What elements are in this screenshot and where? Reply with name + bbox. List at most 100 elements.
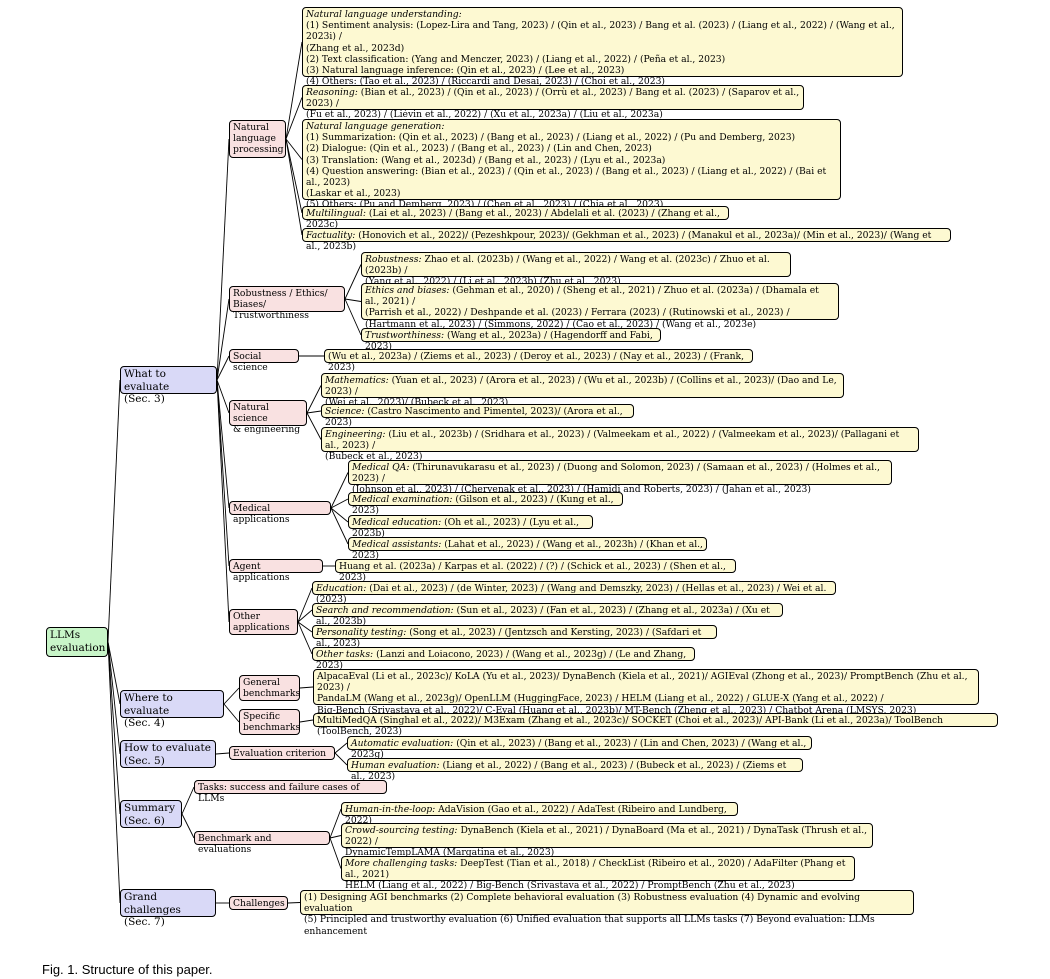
topic-robustness-ethics-biases-trustworthiness: Robustness / Ethics/ Biases/ Trustworthi… bbox=[229, 286, 345, 321]
tree-edge bbox=[297, 587, 313, 623]
leaf-natural-language-understanding: Natural language understanding: (1) Sent… bbox=[302, 7, 903, 87]
leaf-other-tasks: Other tasks: (Lanzi and Loiacono, 2023) … bbox=[312, 647, 695, 671]
leaf-category-tag: Human evaluation: bbox=[351, 760, 440, 771]
tree-edge bbox=[181, 813, 195, 839]
tree-edge bbox=[329, 835, 342, 839]
leaf-category-tag: Engineering: bbox=[325, 429, 386, 440]
leaf-references: (Lai et al., 2023) / (Bang et al., 2023)… bbox=[306, 208, 720, 231]
tree-edge bbox=[107, 641, 121, 815]
leaf-personality-testing: Personality testing: (Song et al., 2023)… bbox=[312, 625, 717, 649]
tree-edge bbox=[306, 385, 322, 414]
tree-edge bbox=[299, 686, 314, 689]
leaf-crowd-sourcing-testing: Crowd-sourcing testing: DynaBench (Kiela… bbox=[341, 823, 873, 858]
leaf-category-tag: Trustworthiness: bbox=[365, 330, 445, 341]
leaf-category-tag: Natural language understanding: bbox=[306, 9, 462, 20]
tree-edge bbox=[344, 298, 362, 302]
tree-edge bbox=[287, 902, 301, 904]
leaf-category-tag: Medical examination: bbox=[352, 494, 453, 505]
leaf-references: (Yuan et al., 2023) / (Arora et al., 202… bbox=[325, 375, 837, 409]
leaf-references: AlpacaEval (Li et al., 2023c)/ KoLA (Yu … bbox=[317, 671, 968, 716]
leaf-category-tag: Mathematics: bbox=[325, 375, 389, 386]
tree-edge bbox=[344, 264, 362, 300]
topic-agent-applications: Agent applications bbox=[229, 559, 323, 583]
tree-edge bbox=[216, 379, 230, 567]
leaf-references: (Liu et al., 2023b) / (Sridhara et al., … bbox=[325, 429, 900, 463]
leaf-references: (Song et al., 2023) / (Jentzsch and Kers… bbox=[316, 627, 702, 650]
leaf-references: (1) Summarization: (Qin et al., 2023) / … bbox=[306, 132, 827, 211]
leaf-science: Science: (Castro Nascimento and Pimentel… bbox=[321, 404, 634, 428]
tree-edge bbox=[285, 138, 303, 236]
leaf-category-tag: Medical QA: bbox=[352, 462, 410, 473]
leaf-references: (Gilson et al., 2023) / (Kung et al., 20… bbox=[352, 494, 614, 517]
leaf-mathematics: Mathematics: (Yuan et al., 2023) / (Aror… bbox=[321, 373, 844, 408]
leaf-multimedqa-singhal-et-al-2022-m3exam-zha: MultiMedQA (Singhal et al., 2022)/ M3Exa… bbox=[313, 713, 998, 737]
leaf-references: (1) Sentiment analysis: (Lopez-Lira and … bbox=[306, 20, 895, 88]
leaf-category-tag: Other tasks: bbox=[316, 649, 374, 660]
tree-edge bbox=[107, 379, 121, 643]
tree-edge bbox=[306, 410, 322, 414]
tree-edge bbox=[329, 837, 342, 869]
leaf-alpacaeval-li-et-al-2023c-kola-yu-et-al-: AlpacaEval (Li et al., 2023c)/ KoLA (Yu … bbox=[313, 669, 979, 716]
tree-edge bbox=[107, 641, 121, 904]
topic-natural-science-engineering: Natural science & engineering bbox=[229, 400, 307, 435]
leaf-category-tag: Personality testing: bbox=[316, 627, 407, 638]
leaf-reasoning: Reasoning: (Bian et al., 2023) / (Qin et… bbox=[302, 85, 804, 120]
tree-edge bbox=[216, 355, 230, 381]
topic-tasks-success-and-failure-cases-of-llms: Tasks: success and failure cases of LLMs bbox=[194, 780, 387, 804]
leaf-category-tag: Automatic evaluation: bbox=[351, 738, 454, 749]
tree-edge bbox=[329, 808, 342, 839]
tree-edge bbox=[285, 138, 303, 160]
tree-edge bbox=[216, 298, 230, 381]
tree-edge bbox=[285, 41, 303, 140]
topic-evaluation-criterion: Evaluation criterion bbox=[229, 746, 335, 760]
leaf-multilingual: Multilingual: (Lai et al., 2023) / (Bang… bbox=[302, 206, 729, 230]
leaf-education: Education: (Dai et al., 2023) / (de Wint… bbox=[312, 581, 836, 605]
leaf-1-designing-agi-benchmarks-2-complete-be: (1) Designing AGI benchmarks (2) Complet… bbox=[300, 890, 914, 937]
leaf-robustness: Robustness: Zhao et al. (2023b) / (Wang … bbox=[361, 252, 791, 287]
tree-edge bbox=[223, 687, 240, 705]
section-how-to-evaluate-sec-5: How to evaluate (Sec. 5) bbox=[120, 740, 216, 768]
leaf-references: Zhao et al. (2023b) / (Wang et al., 2022… bbox=[365, 254, 770, 288]
tree-edge bbox=[330, 507, 349, 545]
leaf-category-tag: Human-in-the-loop: bbox=[345, 804, 436, 815]
leaf-category-tag: Medical education: bbox=[352, 517, 442, 528]
leaf-wu-et-al-2023a-ziems-et-al-2023-deroy-et: (Wu et al., 2023a) / (Ziems et al., 2023… bbox=[324, 349, 753, 373]
leaf-category-tag: Search and recommendation: bbox=[316, 605, 454, 616]
topic-other-applications: Other applications bbox=[229, 609, 298, 635]
topic-natural-language-processing: Natural language processing bbox=[229, 120, 286, 158]
tree-edge bbox=[297, 609, 313, 623]
leaf-natural-language-generation: Natural language generation: (1) Summari… bbox=[302, 119, 841, 210]
leaf-references: DynaBench (Kiela et al., 2021) / DynaBoa… bbox=[345, 825, 868, 859]
leaf-more-challenging-tasks: More challenging tasks: DeepTest (Tian e… bbox=[341, 856, 855, 891]
tree-edge bbox=[330, 507, 349, 523]
leaf-category-tag: More challenging tasks: bbox=[345, 858, 458, 869]
tree-edge bbox=[297, 621, 313, 633]
leaf-category-tag: Science: bbox=[325, 406, 365, 417]
leaf-human-in-the-loop: Human-in-the-loop: AdaVision (Gao et al.… bbox=[341, 802, 738, 826]
leaf-references: (1) Designing AGI benchmarks (2) Complet… bbox=[304, 892, 875, 937]
leaf-medical-examination: Medical examination: (Gilson et al., 202… bbox=[348, 492, 623, 516]
topic-specific-benchmarks: Specific benchmarks bbox=[239, 709, 300, 735]
leaf-medical-assistants: Medical assistants: (Lahat et al., 2023)… bbox=[348, 537, 707, 561]
leaf-category-tag: Natural language generation: bbox=[306, 121, 445, 132]
tree-edge bbox=[306, 412, 322, 440]
topic-general-benchmarks: General benchmarks bbox=[239, 675, 300, 701]
leaf-trustworthiness: Trustworthiness: (Wang et al., 2023a) / … bbox=[361, 328, 661, 352]
leaf-category-tag: Reasoning: bbox=[306, 87, 358, 98]
tree-edge bbox=[216, 379, 230, 509]
tree-edge bbox=[215, 752, 230, 755]
leaf-category-tag: Education: bbox=[316, 583, 367, 594]
leaf-references: DeepTest (Tian et al., 2018) / CheckList… bbox=[345, 858, 846, 892]
tree-edge bbox=[285, 138, 303, 214]
leaf-references: (Bian et al., 2023) / (Qin et al., 2023)… bbox=[306, 87, 800, 121]
leaf-references: (Dai et al., 2023) / (de Winter, 2023) /… bbox=[316, 583, 827, 606]
leaf-references: (Qin et al., 2023) / (Bang et al., 2023)… bbox=[351, 738, 807, 761]
tree-edge bbox=[223, 703, 240, 723]
tree-edge bbox=[181, 786, 195, 815]
leaf-engineering: Engineering: (Liu et al., 2023b) / (Srid… bbox=[321, 427, 919, 462]
tree-edge bbox=[216, 379, 230, 414]
leaf-human-evaluation: Human evaluation: (Liang et al., 2022) /… bbox=[347, 758, 803, 782]
tree-edge bbox=[107, 641, 121, 755]
